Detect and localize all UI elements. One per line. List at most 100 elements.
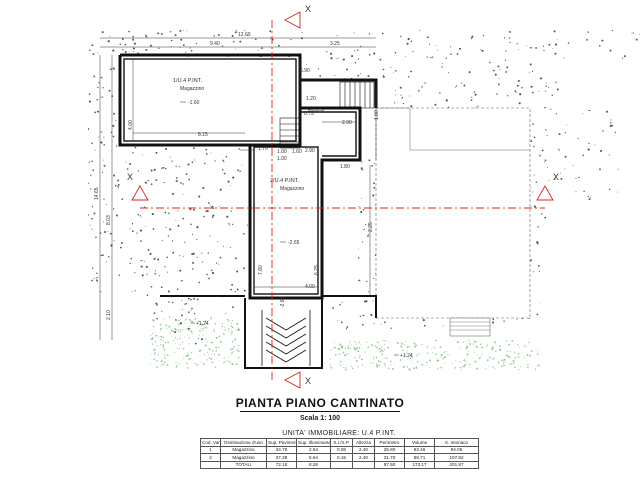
grass-dot bbox=[204, 320, 207, 322]
gravel-dot bbox=[623, 55, 626, 58]
gravel-dot bbox=[112, 67, 115, 70]
grass-dot bbox=[536, 353, 539, 355]
gravel-dot bbox=[556, 88, 559, 91]
gravel-dot bbox=[575, 191, 577, 193]
grass-dot bbox=[215, 350, 217, 352]
grass-dot bbox=[349, 348, 352, 350]
gravel-dot bbox=[196, 256, 198, 258]
gravel-dot bbox=[517, 79, 520, 83]
grass-dot bbox=[238, 350, 240, 353]
grass-dot bbox=[454, 367, 457, 369]
gravel-dot bbox=[535, 181, 538, 183]
gravel-dot bbox=[360, 73, 362, 75]
gravel-dot bbox=[400, 35, 402, 38]
gravel-dot bbox=[422, 319, 425, 322]
gravel-dot bbox=[373, 186, 376, 189]
gravel-dot bbox=[588, 211, 591, 214]
table-cell: 0.08 bbox=[330, 445, 353, 454]
grass-dot bbox=[538, 365, 541, 367]
gravel-dot bbox=[334, 74, 336, 76]
gravel-dot bbox=[102, 171, 104, 173]
gravel-dot bbox=[160, 286, 163, 289]
gravel-dot bbox=[210, 316, 212, 318]
gravel-dot bbox=[421, 86, 423, 88]
gravel-dot bbox=[208, 202, 210, 204]
gravel-dot bbox=[529, 343, 532, 345]
grass-dot bbox=[160, 338, 162, 341]
gravel-dot bbox=[120, 246, 122, 249]
gravel-dot bbox=[609, 125, 612, 127]
gravel-dot bbox=[623, 146, 625, 148]
grass-dot bbox=[231, 319, 234, 322]
grass-dot bbox=[345, 367, 347, 369]
grass-dot bbox=[230, 322, 232, 324]
stair-label: Pianerott. bbox=[308, 108, 325, 113]
gravel-dot bbox=[209, 235, 211, 237]
gravel-dot bbox=[382, 75, 385, 78]
gravel-dot bbox=[473, 91, 476, 93]
gravel-dot bbox=[358, 206, 360, 208]
grass-dot bbox=[537, 364, 539, 367]
grass-dot bbox=[151, 343, 154, 345]
grass-dot bbox=[201, 341, 203, 343]
grass-dot bbox=[380, 348, 382, 350]
gravel-dot bbox=[533, 205, 536, 208]
grass-dot bbox=[379, 360, 382, 363]
gravel-dot bbox=[494, 73, 497, 76]
gravel-dot bbox=[239, 170, 241, 173]
gravel-dot bbox=[96, 272, 98, 274]
grass-dot bbox=[231, 347, 234, 350]
gravel-dot bbox=[567, 235, 569, 237]
gravel-dot bbox=[515, 91, 517, 93]
gravel-dot bbox=[93, 277, 95, 279]
gravel-dot bbox=[622, 298, 624, 300]
gravel-dot bbox=[227, 180, 230, 183]
table-cell: 1 bbox=[200, 445, 221, 454]
grass-dot bbox=[349, 341, 350, 343]
gravel-dot bbox=[370, 313, 373, 317]
gravel-dot bbox=[115, 145, 118, 147]
grass-dot bbox=[203, 362, 205, 365]
grass-dot bbox=[412, 362, 414, 364]
gravel-dot bbox=[124, 50, 127, 54]
grass-dot bbox=[191, 320, 194, 323]
gravel-dot bbox=[471, 35, 474, 38]
gravel-dot bbox=[521, 86, 523, 89]
grass-dot bbox=[334, 342, 335, 343]
grass-dot bbox=[529, 354, 532, 357]
gravel-dot bbox=[539, 302, 541, 304]
gravel-dot bbox=[96, 279, 99, 282]
grass-dot bbox=[160, 365, 162, 367]
gravel-dot bbox=[180, 38, 183, 41]
grass-dot bbox=[218, 335, 221, 337]
table-cell: 94.06 bbox=[434, 445, 479, 454]
gravel-dot bbox=[137, 213, 139, 216]
grass-dot bbox=[406, 346, 409, 349]
gravel-dot bbox=[371, 164, 373, 167]
gravel-dot bbox=[543, 49, 545, 52]
grass-dot bbox=[340, 365, 342, 367]
gravel-dot bbox=[548, 342, 551, 344]
grass-dot bbox=[408, 368, 411, 370]
grass-dot bbox=[188, 344, 189, 346]
gravel-dot bbox=[603, 296, 606, 299]
gravel-dot bbox=[622, 137, 624, 139]
grass-dot bbox=[489, 356, 491, 359]
dim-mid-d: 1.80 bbox=[340, 164, 350, 170]
grass-dot bbox=[160, 344, 162, 346]
grass-dot bbox=[372, 358, 375, 360]
grass-dot bbox=[329, 364, 331, 366]
gravel-dot bbox=[225, 312, 227, 315]
dim-mid-c: 1.00 bbox=[277, 156, 287, 162]
gravel-dot bbox=[455, 87, 456, 89]
table-cell: 57.50 bbox=[374, 460, 405, 469]
gravel-dot bbox=[554, 52, 557, 55]
gravel-dot bbox=[539, 339, 542, 342]
grass-dot bbox=[473, 340, 476, 343]
gravel-dot bbox=[458, 47, 462, 50]
grass-dot bbox=[379, 351, 382, 353]
gravel-dot bbox=[532, 191, 534, 193]
grass-dot bbox=[481, 346, 484, 349]
grass-dot bbox=[394, 355, 396, 357]
gravel-dot bbox=[171, 160, 173, 162]
